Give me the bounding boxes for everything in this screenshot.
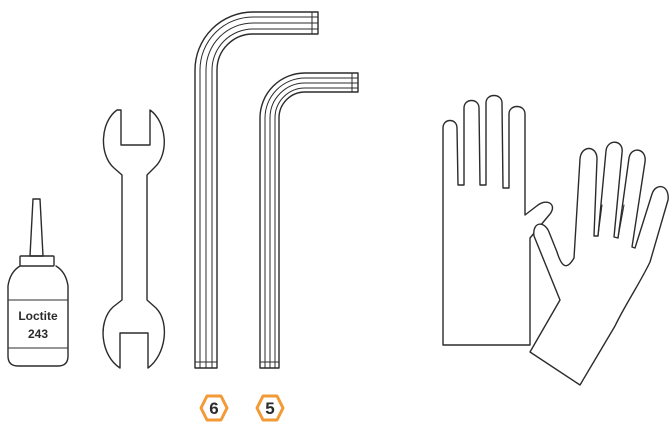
hex-key-size-badge-5: 5 [257, 396, 283, 420]
hex-key-size-badge-6: 6 [201, 396, 227, 420]
threadlocker-bottle-icon: Loctite 243 [8, 199, 68, 366]
hex-key-size-6-label: 6 [209, 399, 218, 418]
open-end-wrench-icon [103, 110, 164, 368]
bottle-brand-label: Loctite [18, 309, 58, 323]
hex-key-size-5-label: 5 [265, 399, 274, 418]
gloves-icon [443, 96, 668, 386]
hex-key-5-icon [260, 73, 358, 368]
bottle-grade-label: 243 [28, 327, 48, 341]
hex-key-6-icon [195, 12, 318, 368]
